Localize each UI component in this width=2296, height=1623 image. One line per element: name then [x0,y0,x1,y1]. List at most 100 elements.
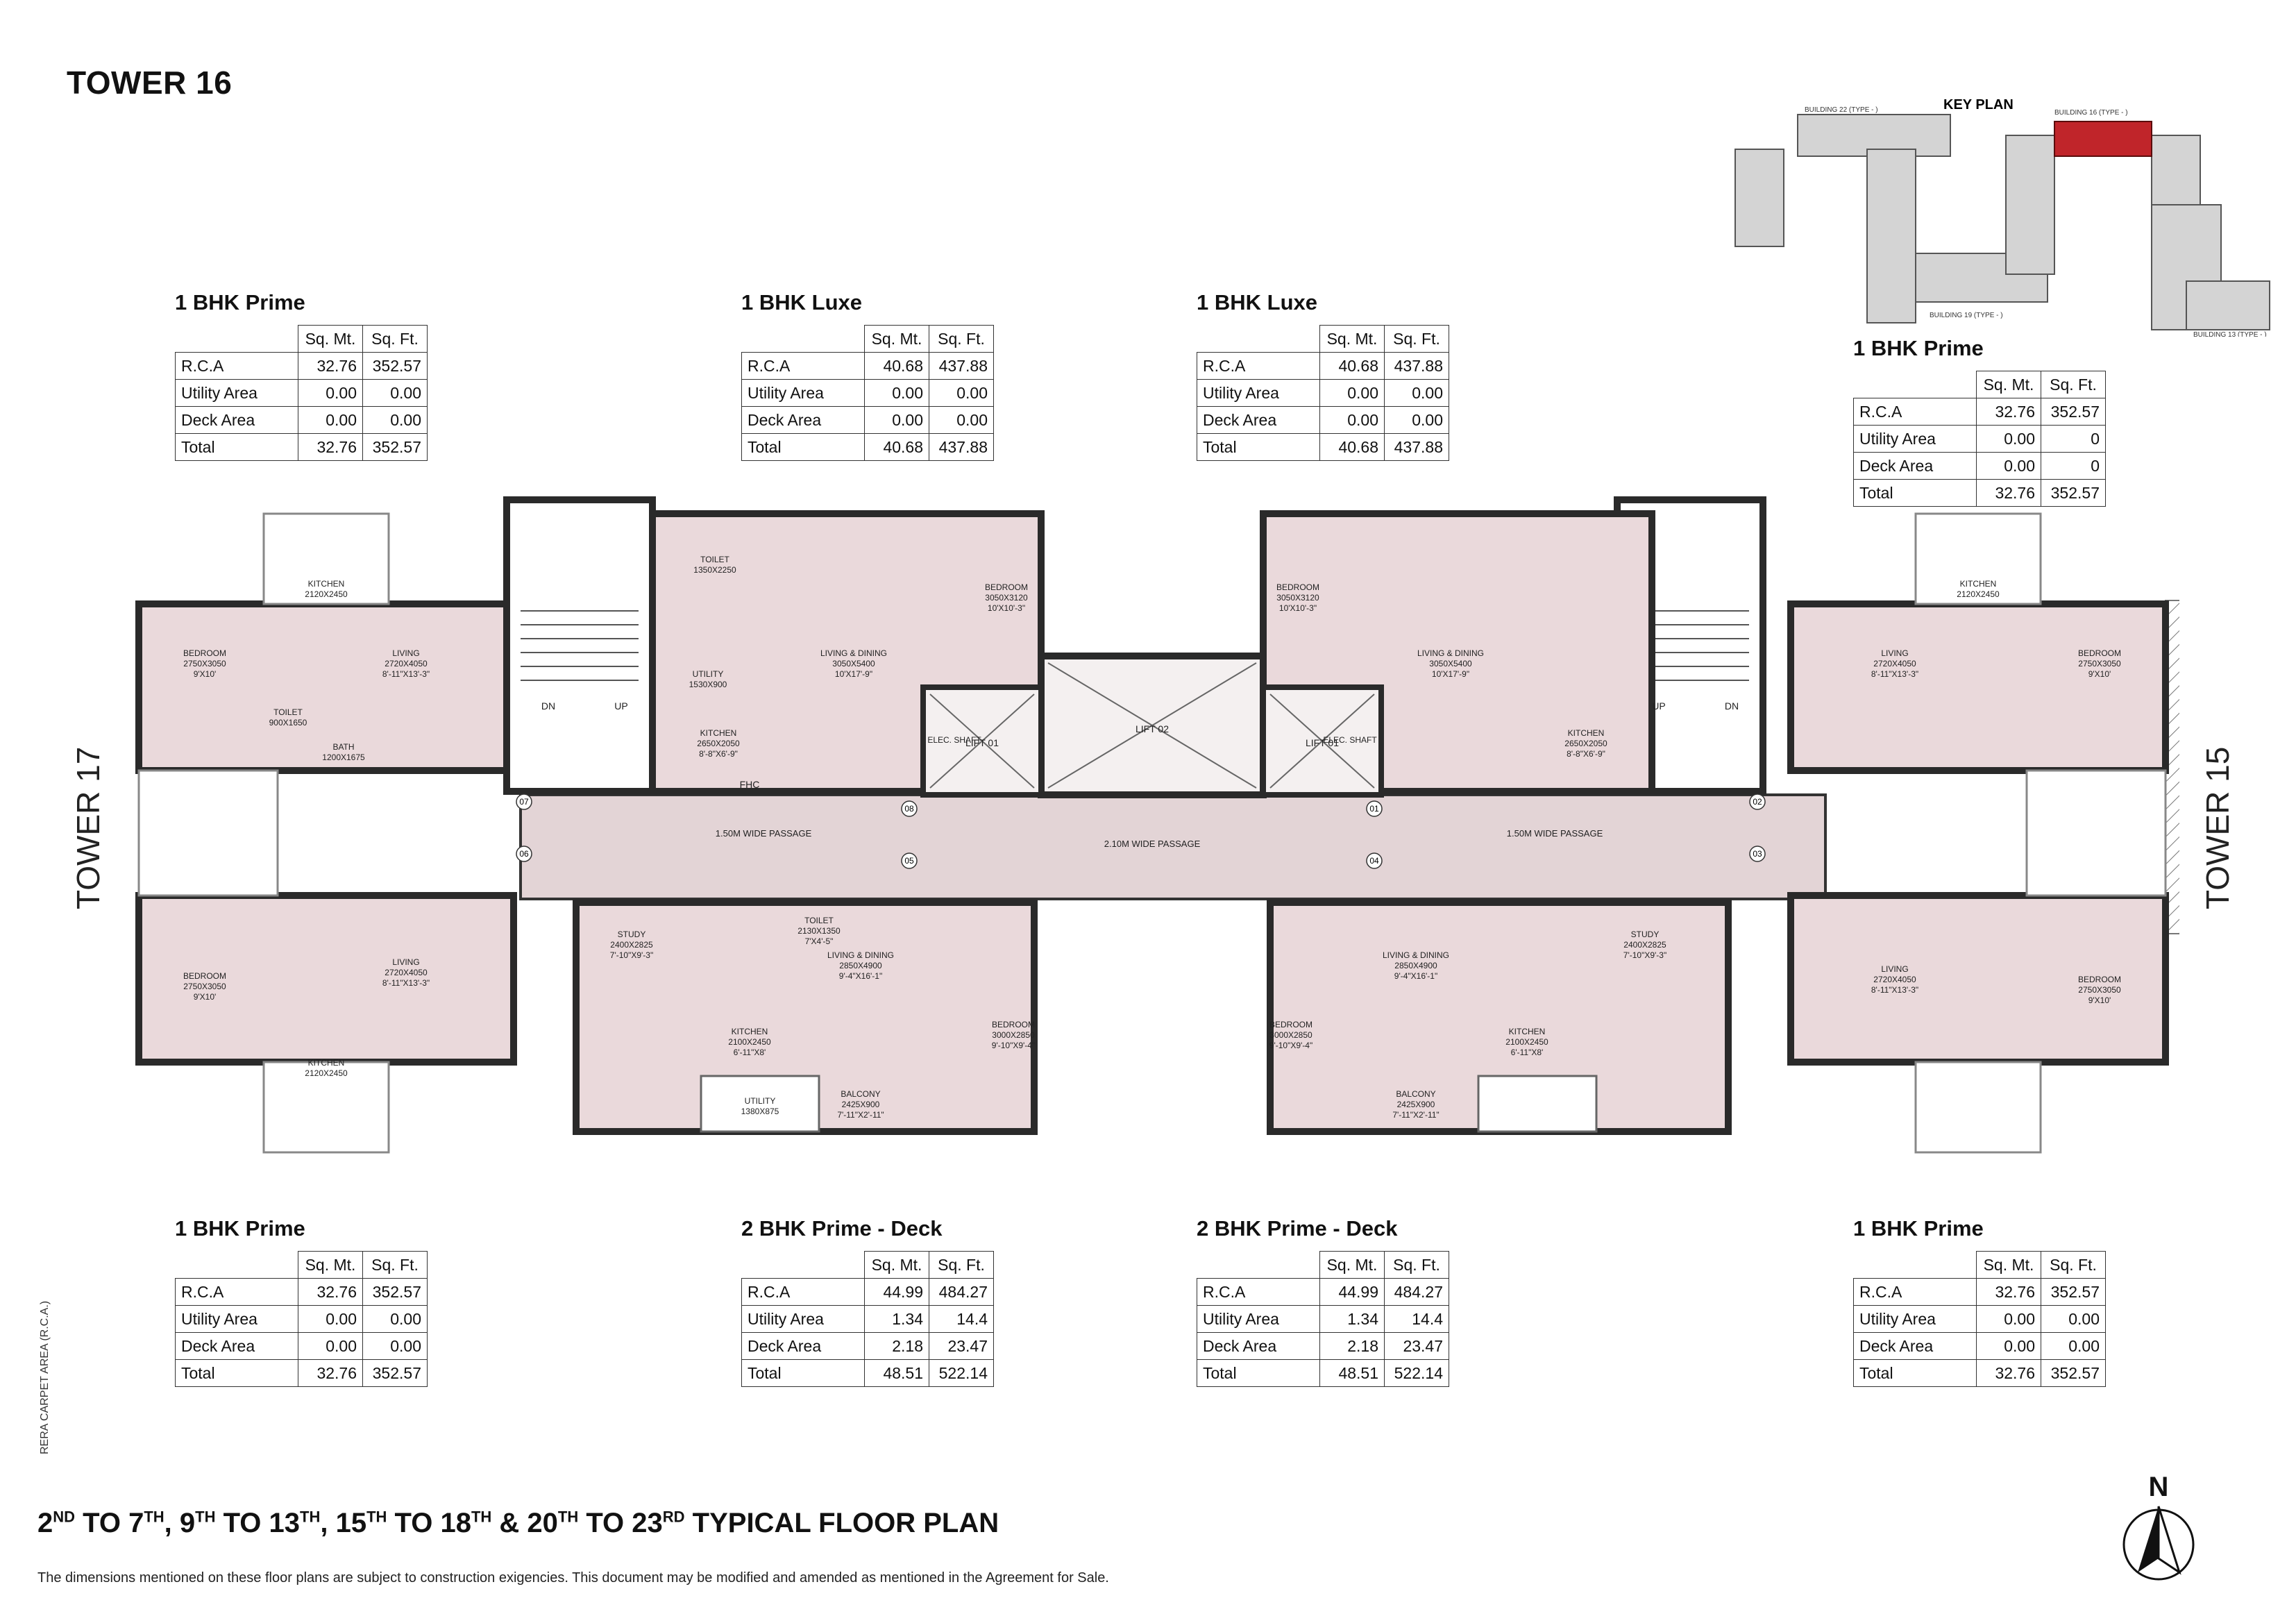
room-label: BEDROOM [1269,1020,1312,1029]
svg-text:900X1650: 900X1650 [269,718,307,728]
svg-text:2720X4050: 2720X4050 [385,659,428,668]
unit-title: 1 BHK Prime [175,1216,305,1241]
svg-text:2425X900: 2425X900 [842,1100,880,1109]
svg-text:8'-8"X6'-9": 8'-8"X6'-9" [1567,749,1605,759]
lift-label: LIFT 01 [965,737,999,748]
svg-text:2750X3050: 2750X3050 [2078,659,2121,668]
svg-text:2100X2450: 2100X2450 [728,1037,771,1047]
room-label: UTILITY [745,1096,776,1106]
unit-1bhk-right-bottom [1787,892,2169,1066]
room-label: BALCONY [1396,1089,1435,1099]
room-label: LIVING [392,648,419,658]
staircase-left [503,496,656,795]
room-label: BEDROOM [1276,582,1319,592]
stair-up-label: UP [1652,700,1665,712]
svg-text:8'-11"X13'-3": 8'-11"X13'-3" [382,669,430,679]
room-label: KITCHEN [732,1027,768,1036]
svg-text:3050X5400: 3050X5400 [1429,659,1472,668]
room-label: TOILET [804,916,834,925]
room-label: BALCONY [841,1089,880,1099]
room-label: KITCHEN [1568,728,1605,738]
room-label: LIVING & DINING [1383,950,1449,960]
key-plan-building-21 [1866,149,1916,323]
room-label: LIVING & DINING [820,648,887,658]
svg-text:9'-10"X9'-4": 9'-10"X9'-4" [1269,1041,1312,1050]
room-label: KITCHEN [308,1058,345,1068]
unit-title: 1 BHK Prime [1853,336,1984,360]
room-label: UTILITY [693,669,724,679]
room-label: TOILET [700,555,729,564]
shaft-label: ELEC. SHAFT [927,735,981,745]
north-label: N [2148,1472,2169,1502]
key-plan-drawing: BUILDING 22 (TYPE - ) BUILDING 16 (TYPE … [1734,97,2270,339]
page-title: TOWER 16 [67,65,233,101]
tower-17-label: TOWER 17 [70,746,106,909]
svg-text:2650X2050: 2650X2050 [697,739,740,748]
svg-text:10'X17'-9": 10'X17'-9" [835,669,872,679]
disclaimer: The dimensions mentioned on these floor … [37,1570,1109,1586]
unit-title: 1 BHK Prime [1853,1216,1984,1241]
tower-15-label: TOWER 15 [2200,746,2236,909]
svg-text:8'-11"X13'-3": 8'-11"X13'-3" [382,978,430,988]
shaft-label: ELEC. SHAFT [1323,735,1377,745]
svg-text:3000X2850: 3000X2850 [992,1030,1035,1040]
svg-text:1350X2250: 1350X2250 [693,565,736,575]
svg-text:1380X875: 1380X875 [741,1107,779,1116]
svg-text:2650X2050: 2650X2050 [1564,739,1607,748]
unit-number: 07 [519,797,529,807]
svg-text:9'X10': 9'X10' [2088,995,2111,1005]
rca-note: RERA CARPET AREA (R.C.A.) [39,1300,51,1454]
unit-title: 2 BHK Prime - Deck [741,1216,943,1241]
room-label: LIVING [392,957,419,967]
unit-number: 06 [519,849,529,859]
svg-text:2720X4050: 2720X4050 [385,968,428,977]
key-plan-building-23 [1734,149,1784,247]
svg-text:9'-4"X16'-1": 9'-4"X16'-1" [839,971,882,981]
svg-text:10'X17'-9": 10'X17'-9" [1432,669,1469,679]
balcony-right-bottom [1914,1061,2042,1154]
key-plan-label-16: BUILDING 16 (TYPE - ) [2054,109,2128,117]
room-label: LIVING & DINING [1417,648,1484,658]
room-label: BEDROOM [183,971,226,981]
unit-number: 04 [1369,856,1379,866]
corridor [519,793,1827,900]
unit-title: 1 BHK Luxe [1197,290,1317,314]
svg-text:9'X10': 9'X10' [194,992,217,1002]
svg-text:7'-11"X2'-11": 7'-11"X2'-11" [837,1110,884,1120]
svg-text:2750X3050: 2750X3050 [183,982,226,991]
floor-plan: BEDROOM 2750X3050 9'X10' LIVING 2720X405… [41,486,2243,1170]
stair-dn-label: DN [541,700,555,712]
svg-text:3000X2850: 3000X2850 [1269,1030,1312,1040]
svg-text:6'-11"X8': 6'-11"X8' [734,1048,766,1057]
unit-number: 03 [1753,849,1762,859]
north-arrow-icon [2122,1506,2195,1581]
svg-text:9'X10': 9'X10' [2088,669,2111,679]
key-plan-label-13: BUILDING 13 (TYPE - ) [2193,331,2267,337]
unit-title: 1 BHK Prime [175,290,305,314]
duct-left [137,769,279,897]
key-plan: BUILDING 22 (TYPE - ) BUILDING 16 (TYPE … [1707,94,2284,339]
svg-text:2425X900: 2425X900 [1397,1100,1435,1109]
room-label: BEDROOM [2078,648,2121,658]
